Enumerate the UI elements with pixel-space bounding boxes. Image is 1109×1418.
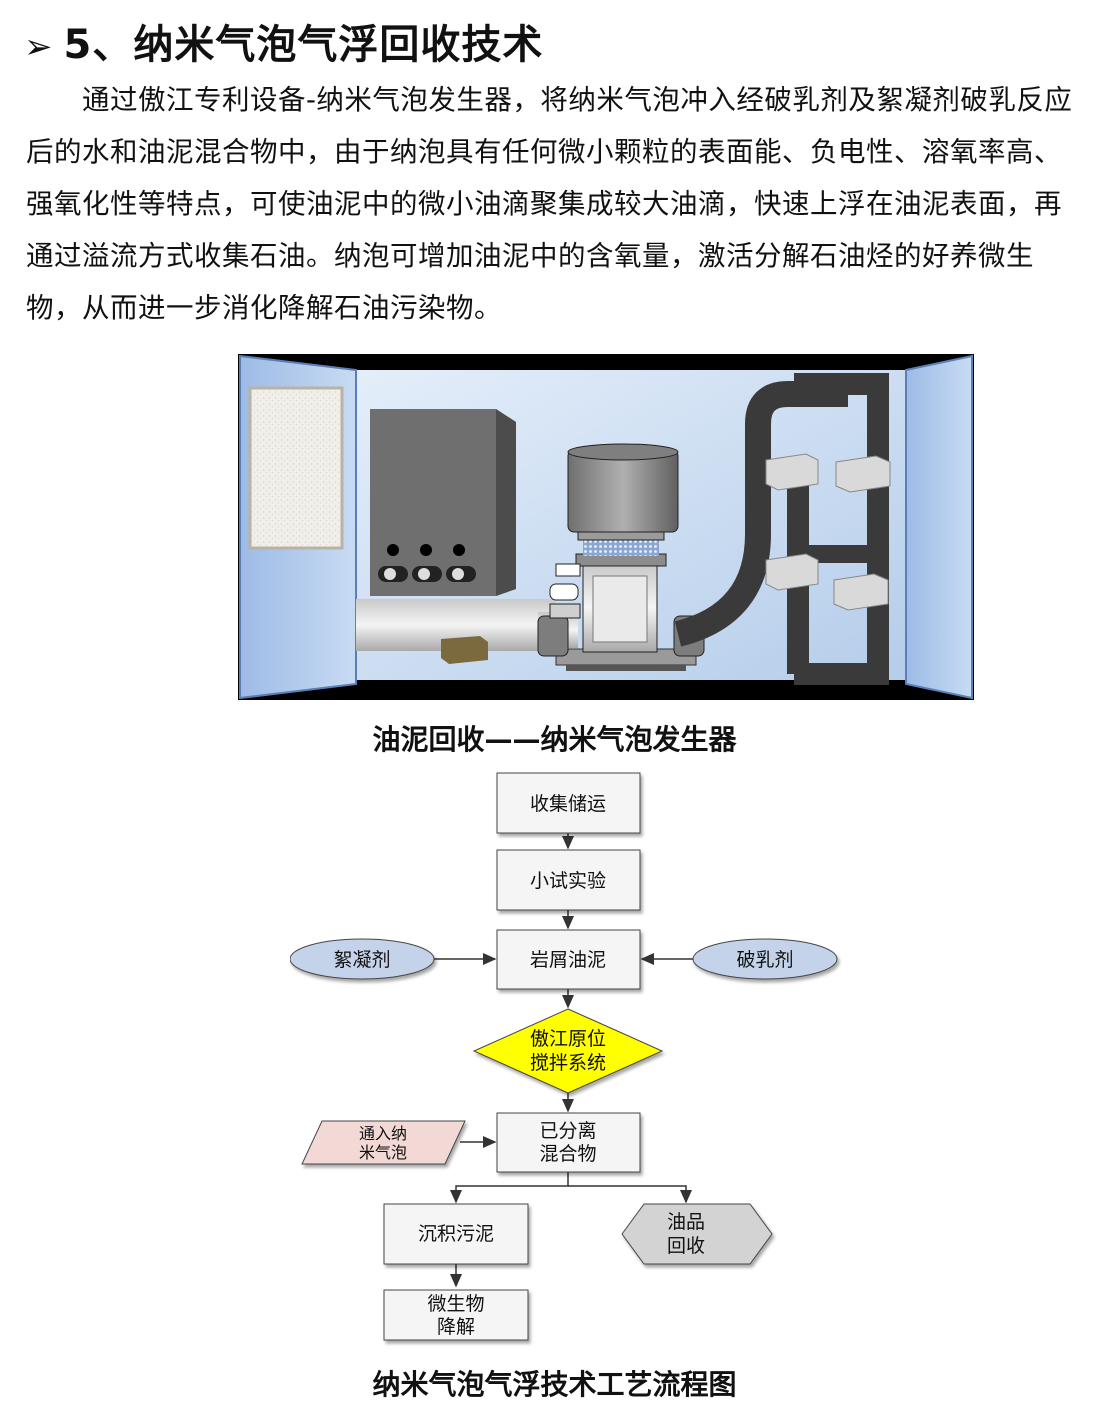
input-flocculant: 絮凝剂 [290,938,435,980]
degrade-label-line2: 降解 [437,1316,475,1338]
input-nano-bubbles: 通入纳 米气泡 [301,1120,466,1165]
process-flowchart: 收集储运 小试实验 絮凝剂 岩屑油泥 破乳剂 傲江原位 搅拌系统 通入纳 米气泡… [290,772,838,1341]
output-oil-hexagon: 油品 回收 [621,1203,773,1265]
arrow-bullet-icon: ➢ [24,27,54,67]
oil-label-line2: 回收 [667,1235,705,1257]
step-collect: 收集储运 [496,772,641,834]
input-demulsifier: 破乳剂 [692,938,838,980]
section-heading: ➢5、纳米气泡气浮回收技术 [24,12,543,70]
input-demulsifier-label: 破乳剂 [736,949,793,971]
mixer-label-line1: 傲江原位 [530,1028,606,1050]
sediment-label: 沉积污泥 [418,1223,494,1245]
step-sludge: 岩屑油泥 [496,929,641,990]
step-degradation: 微生物 降解 [383,1289,529,1341]
nano-label-line1: 通入纳 [359,1124,407,1143]
nano-label-line2: 米气泡 [359,1143,407,1162]
figure2-caption: 纳米气泡气浮技术工艺流程图 [372,1368,737,1401]
step-mixer-diamond: 傲江原位 搅拌系统 [472,1008,664,1094]
step-sludge-label: 岩屑油泥 [530,949,606,971]
nano-bubble-generator-illustration [238,354,974,700]
separated-label-line2: 混合物 [539,1143,596,1165]
figure1-caption: 油泥回收——纳米气泡发生器 [372,723,737,756]
oil-label-line1: 油品 [667,1211,705,1233]
section-title: 5、纳米气泡气浮回收技术 [63,22,544,68]
step-sediment: 沉积污泥 [383,1203,529,1265]
degrade-label-line1: 微生物 [427,1293,484,1315]
separated-label-line1: 已分离 [539,1120,596,1142]
body-paragraph: 通过傲江专利设备-纳米气泡发生器，将纳米气泡冲入经破乳剂及絮凝剂破乳反应后的水和… [26,84,1073,324]
step-test: 小试实验 [496,849,641,911]
step-collect-label: 收集储运 [530,793,606,815]
mixer-label-line2: 搅拌系统 [530,1052,606,1074]
step-test-label: 小试实验 [530,870,606,892]
step-separated-mixture: 已分离 混合物 [496,1112,641,1173]
input-flocculant-label: 絮凝剂 [333,949,390,971]
